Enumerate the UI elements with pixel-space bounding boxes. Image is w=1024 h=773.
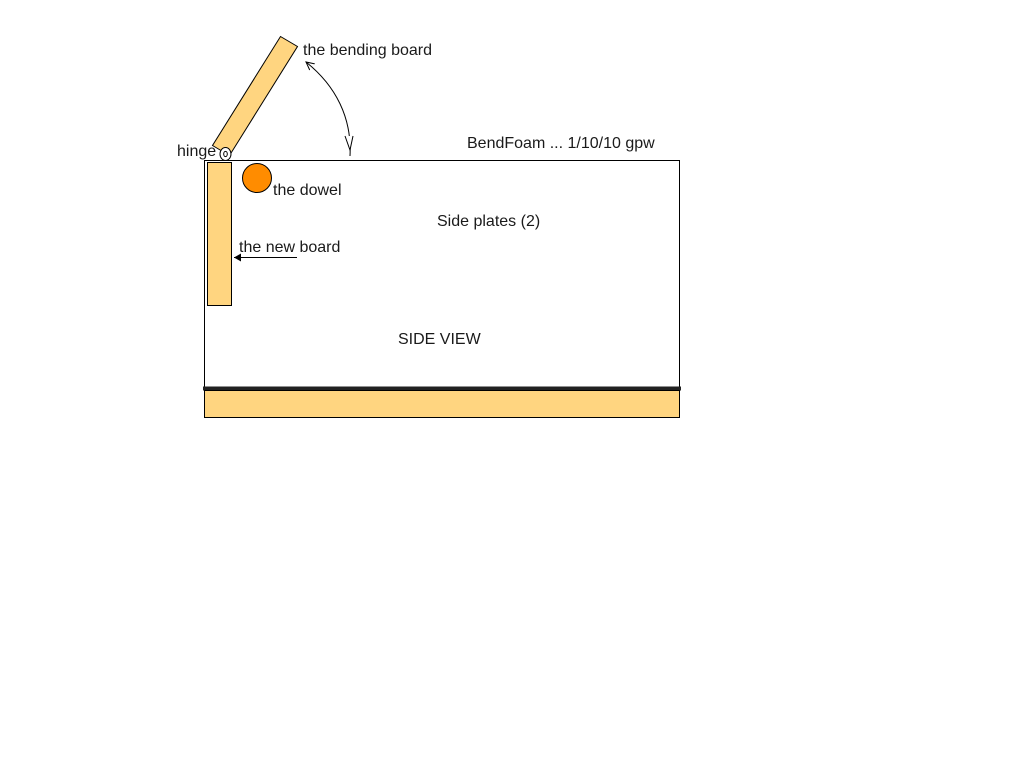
- rotation-arrow: [306, 62, 351, 157]
- rotation-arrow-tail-head: [344, 135, 354, 152]
- side-view-label: SIDE VIEW: [398, 331, 482, 348]
- hinge-label: hinge: [177, 143, 216, 160]
- hinge-icon: [219, 147, 232, 161]
- new-board-label: the new board: [239, 239, 340, 256]
- dowel: [242, 163, 272, 193]
- dowel-label: the dowel: [273, 182, 342, 199]
- bending-board-label: the bending board: [303, 42, 432, 59]
- base-board: [204, 390, 680, 418]
- side-plates-label: Side plates (2): [437, 213, 540, 230]
- diagram-title: BendFoam ... 1/10/10 gpw: [467, 135, 655, 152]
- bending-board: [211, 35, 299, 157]
- side-plate-outline: [204, 160, 680, 389]
- new-board: [207, 162, 232, 306]
